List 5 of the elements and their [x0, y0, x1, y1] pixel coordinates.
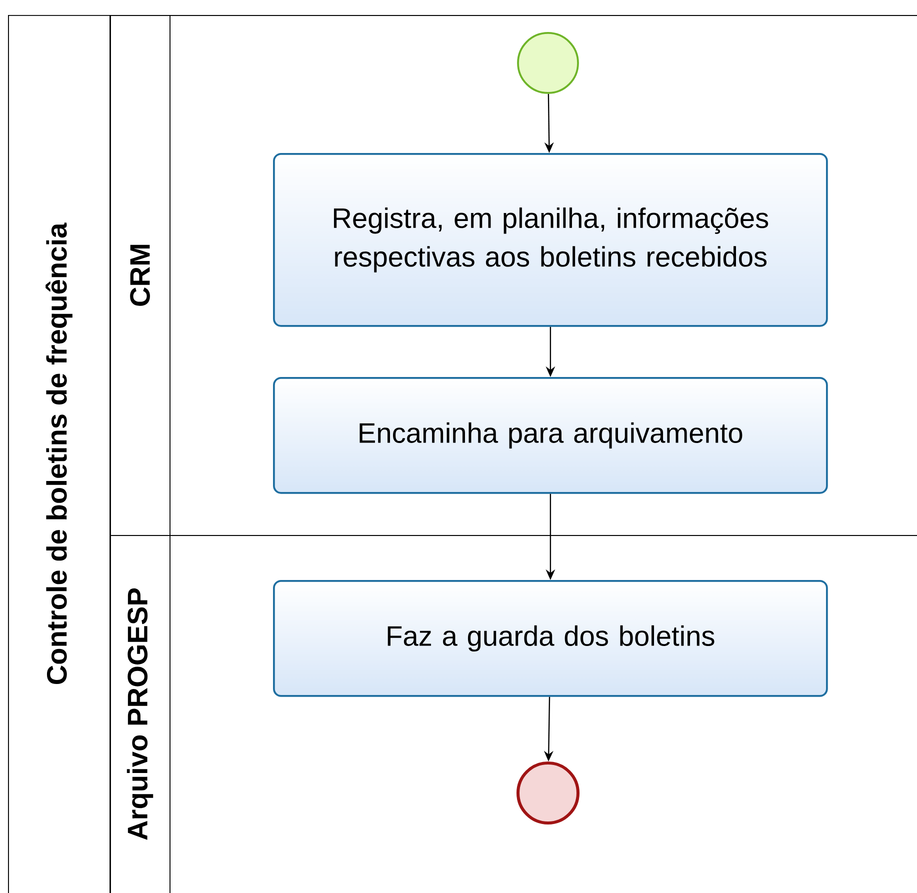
task-box: Encaminha para arquivamento	[273, 377, 828, 494]
task-box: Faz a guarda dos boletins	[273, 580, 828, 697]
end-event-circle	[516, 761, 580, 825]
task-box: Registra, em planilha, informações respectivas aos boletins recebidos	[273, 153, 828, 327]
start-event-circle	[517, 32, 579, 94]
